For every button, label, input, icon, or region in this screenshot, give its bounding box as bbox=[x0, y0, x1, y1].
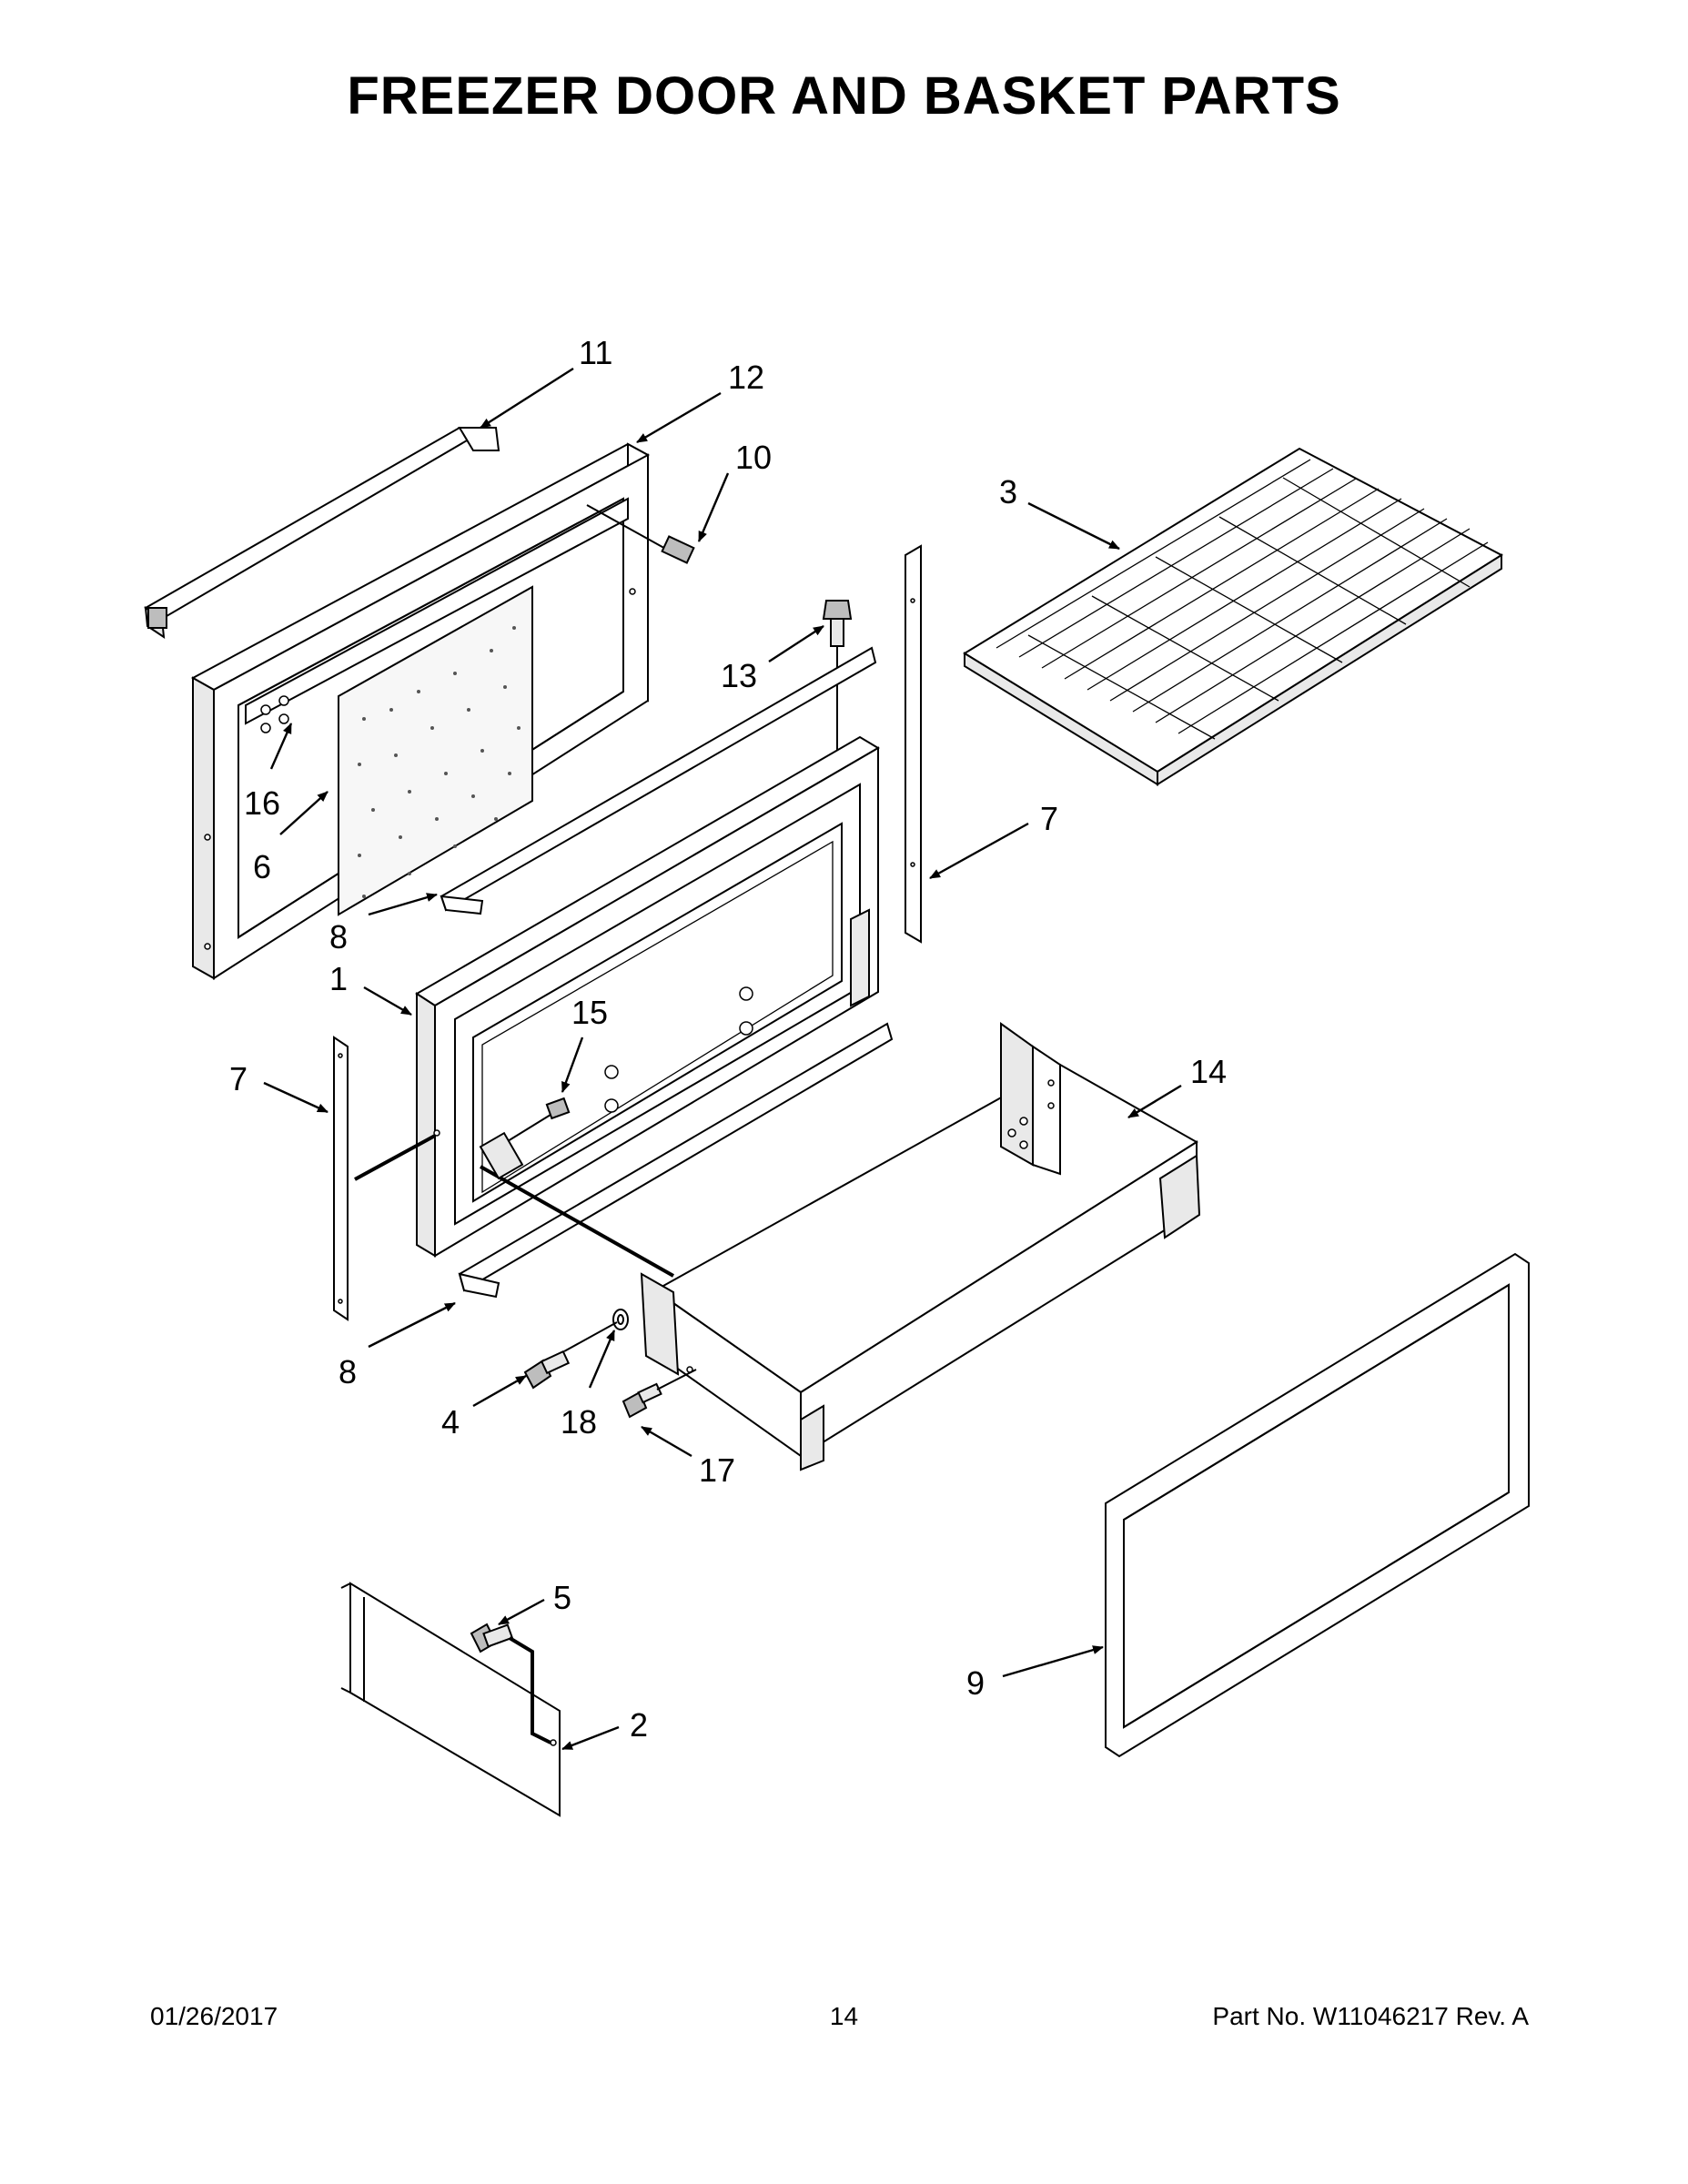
callout-labels: 11 12 10 3 13 16 6 7 8 1 15 7 14 8 4 18 … bbox=[229, 334, 1227, 1744]
leader-5 bbox=[498, 1598, 545, 1626]
callout-15: 15 bbox=[571, 994, 608, 1031]
callout-4: 4 bbox=[441, 1403, 460, 1441]
leader-6 bbox=[279, 791, 329, 835]
callout-14: 14 bbox=[1190, 1053, 1227, 1090]
footer-part-number: Part No. W11046217 Rev. A bbox=[1212, 2002, 1529, 2030]
leader-15 bbox=[561, 1036, 584, 1093]
part-11-handle-rail bbox=[144, 426, 500, 640]
part-7-strip-right bbox=[905, 544, 922, 944]
linkage-bar bbox=[480, 1165, 674, 1278]
callout-12: 12 bbox=[728, 359, 764, 396]
part-4-screw bbox=[523, 1350, 571, 1390]
leader-9 bbox=[1002, 1645, 1104, 1678]
part-13-screw bbox=[822, 600, 853, 757]
footer-date: 01/26/2017 bbox=[150, 2002, 278, 2030]
part-5-screw bbox=[470, 1623, 551, 1744]
callout-8-lower: 8 bbox=[339, 1353, 357, 1390]
part-18-washer bbox=[563, 1309, 629, 1352]
part-9-gasket bbox=[1105, 1252, 1530, 1758]
part-8-rail-lower bbox=[458, 1022, 894, 1299]
part-3-grid-shelf bbox=[963, 447, 1503, 786]
callout-7-right: 7 bbox=[1040, 800, 1058, 837]
leader-1 bbox=[363, 986, 412, 1016]
part-8-rail-upper bbox=[440, 646, 877, 915]
part-6-insulation-panel bbox=[338, 585, 533, 916]
callout-5: 5 bbox=[553, 1579, 571, 1616]
callout-18: 18 bbox=[561, 1403, 597, 1441]
leader-7-right bbox=[929, 822, 1029, 880]
leader-lines bbox=[263, 367, 1182, 1751]
leader-10 bbox=[697, 472, 730, 542]
callout-7-left: 7 bbox=[229, 1060, 248, 1097]
callout-13: 13 bbox=[721, 657, 757, 694]
part-7-strip-left bbox=[333, 1036, 436, 1321]
leader-13 bbox=[768, 624, 824, 663]
linkage-bracket bbox=[479, 1131, 524, 1180]
callout-6: 6 bbox=[253, 848, 271, 885]
leader-11 bbox=[480, 367, 574, 430]
leader-4 bbox=[472, 1374, 527, 1408]
leader-18 bbox=[588, 1330, 616, 1389]
leader-3 bbox=[1027, 501, 1120, 551]
part-14-basket bbox=[640, 1022, 1201, 1471]
leader-2 bbox=[561, 1725, 620, 1751]
diagram-title: FREEZER DOOR AND BASKET PARTS bbox=[347, 66, 1341, 126]
callout-3: 3 bbox=[999, 473, 1017, 511]
part-2-lower-trim bbox=[340, 1582, 561, 1817]
callout-16: 16 bbox=[244, 784, 280, 822]
part-10-screw bbox=[586, 504, 695, 564]
callout-11: 11 bbox=[579, 334, 612, 371]
leader-7-left bbox=[263, 1081, 329, 1114]
callout-2: 2 bbox=[630, 1706, 648, 1744]
leader-12 bbox=[636, 391, 722, 444]
callout-1: 1 bbox=[329, 960, 348, 997]
callout-9: 9 bbox=[966, 1664, 985, 1702]
footer-page-number: 14 bbox=[829, 2002, 859, 2030]
leader-17 bbox=[641, 1425, 692, 1458]
callout-10: 10 bbox=[735, 439, 772, 476]
leader-16 bbox=[269, 723, 293, 770]
callout-17: 17 bbox=[699, 1451, 735, 1489]
callout-8-upper: 8 bbox=[329, 918, 348, 956]
part-16-bracket bbox=[245, 497, 629, 733]
leader-14 bbox=[1127, 1084, 1182, 1119]
part-17-screw bbox=[622, 1369, 697, 1419]
leader-8-upper bbox=[368, 893, 438, 916]
leader-8-lower bbox=[368, 1301, 456, 1349]
